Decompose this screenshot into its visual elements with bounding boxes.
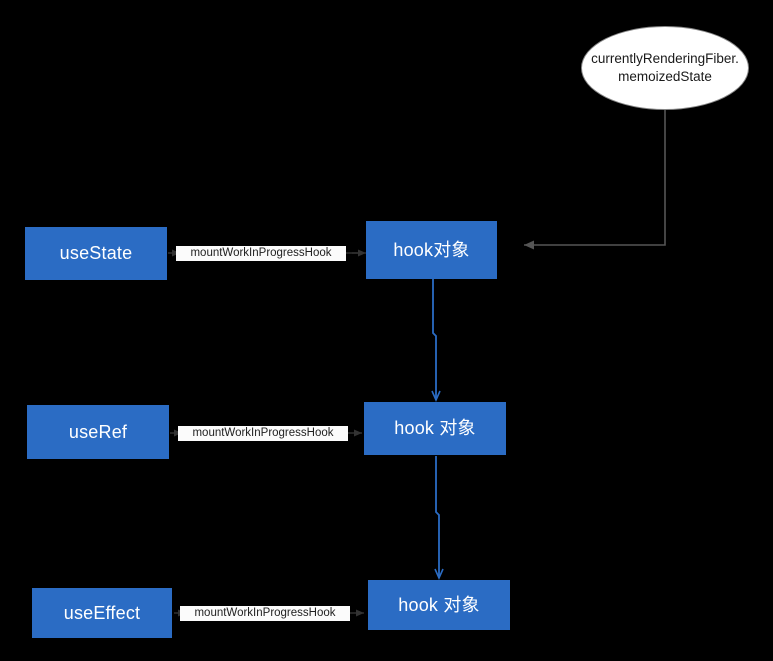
node-hook-object-3[interactable]: hook 对象 (368, 580, 510, 630)
edge-label-mount-hook-2: mountWorkInProgressHook (178, 426, 348, 441)
node-useref[interactable]: useRef (27, 405, 169, 459)
edge-label-mount-hook-1: mountWorkInProgressHook (176, 246, 346, 261)
node-hook-object-1[interactable]: hook对象 (366, 221, 497, 279)
node-hook-object-3-label: hook 对象 (398, 594, 480, 615)
node-currently-rendering-fiber[interactable]: currentlyRenderingFiber. memoizedState (581, 26, 749, 110)
node-hook-object-2[interactable]: hook 对象 (364, 402, 506, 455)
ellipse-line-2: memoizedState (618, 69, 712, 84)
node-hook-object-1-label: hook对象 (393, 239, 470, 260)
edge-hook2-to-hook3 (434, 456, 444, 580)
ellipse-text-wrap: currentlyRenderingFiber. memoizedState (591, 50, 739, 86)
node-usestate-label: useState (59, 243, 133, 264)
edge-memoizedstate-to-hook1 (524, 110, 666, 250)
node-hook-object-2-label: hook 对象 (394, 418, 476, 439)
node-useeffect[interactable]: useEffect (32, 588, 172, 638)
node-usestate[interactable]: useState (25, 227, 167, 280)
ellipse-line-1: currentlyRenderingFiber. (591, 50, 739, 66)
node-useeffect-label: useEffect (63, 602, 141, 623)
edge-label-mount-hook-3: mountWorkInProgressHook (180, 606, 350, 621)
node-useref-label: useRef (68, 421, 128, 442)
edge-hook1-to-hook2 (431, 279, 441, 402)
